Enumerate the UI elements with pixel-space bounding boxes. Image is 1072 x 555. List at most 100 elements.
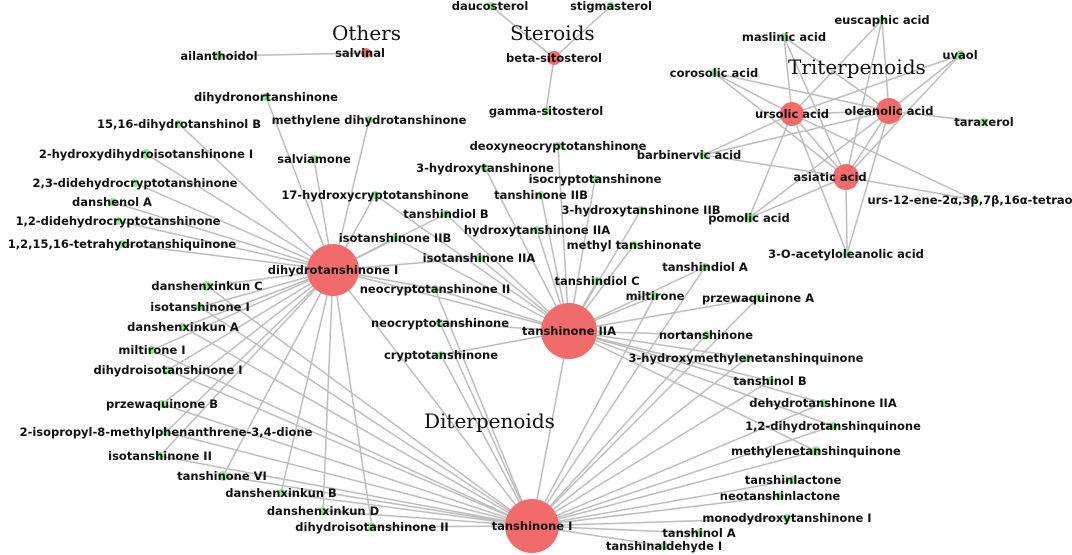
edge-tanshinone-i--monodydroxytanshinone-i — [531, 517, 788, 527]
label-danshenxinkun-c: danshenxinkun C — [151, 279, 262, 293]
label-przewaquinone-b: przewaquinone B — [106, 397, 218, 411]
group-label-others: Others — [332, 21, 401, 45]
edge-dihydrotanshinone-i--miltirone-i — [151, 269, 334, 351]
node-danshenxinkun-a — [179, 323, 187, 331]
label-corosolic-acid: corosolic acid — [670, 66, 759, 80]
edge-dihydrotanshinone-i--danshenol-a — [111, 201, 334, 271]
edge-dihydrotanshinone-i--danshenxinkun-a — [182, 269, 334, 328]
label-danshenxinkun-a: danshenxinkun A — [127, 320, 239, 334]
edge-ursolic-acid--uvaol — [791, 54, 961, 115]
edge-dihydrotanshinone-i--1-2-didehydrocryptotanshinone — [117, 220, 334, 271]
label-danshenol-a: danshenol A — [72, 195, 152, 209]
label-17-hydroxycryptotanshinone: 17-hydroxycryptotanshinone — [281, 188, 468, 202]
node-ailanthoidol — [215, 52, 223, 60]
edge-dihydrotanshinone-i--przewaquinone-b — [161, 269, 334, 405]
label-methylene-dihydrotanshinone: methylene dihydrotanshinone — [272, 113, 467, 127]
label-tanshinaldehyde-i: tanshinaldehyde I — [606, 539, 722, 553]
hub-node-oleanolic-acid — [876, 98, 902, 124]
label-tanshindiol-a: tanshindiol A — [662, 260, 748, 274]
label-tanshinone-iib: tanshinone IIB — [494, 188, 588, 202]
group-label-layer: Others Steroids Triterpenoids Diterpenoi… — [332, 21, 926, 433]
edge-tanshinone-i--tanshinol-a — [531, 525, 700, 534]
node-gamma-sitosterol — [542, 107, 550, 115]
node-tanshinol-a — [695, 529, 703, 537]
edge-tanshinone-iia--tanshindiol-b — [445, 213, 570, 332]
edge-asiatic-acid--euscaphic-acid — [845, 19, 883, 178]
edge-tanshinone-iia--tanshinol-b — [568, 330, 771, 382]
node-salviamone — [310, 155, 318, 163]
edge-dihydrotanshinone-i--15-16-dihydrotanshinol-b — [178, 123, 334, 271]
edge-tanshinone-i--isotanshinone-i — [199, 306, 533, 527]
node-miltirone-i — [148, 346, 156, 354]
label-isotanshinone-i: isotanshinone I — [150, 300, 249, 314]
edge-tanshinone-iia--dehydrotanshinone-iia — [568, 330, 824, 404]
node-corosolic-acid — [710, 69, 718, 77]
node-neocryptotanshinone-ii — [431, 285, 439, 293]
node-17-hydroxycryptotanshinone — [371, 191, 379, 199]
edge-dihydrotanshinone-i--2-3-didehydrocryptotanshinone — [134, 182, 334, 271]
group-label-steroids: Steroids — [510, 21, 595, 45]
edge-oleanolic-acid--maslinic-acid — [783, 36, 890, 112]
label-salvinal: salvinal — [335, 46, 385, 60]
node-danshenxinkun-d — [319, 507, 327, 515]
edge-ursolic-acid--maslinic-acid — [783, 36, 793, 115]
node-3-hydroxytanshinone-iib — [637, 206, 645, 214]
label-cryptotanshinone: cryptotanshinone — [384, 348, 498, 362]
label-2-hydroxydihydroisotanshinone-i: 2-hydroxydihydroisotanshinone I — [39, 147, 253, 161]
label-gamma-sitosterol: gamma-sitosterol — [489, 104, 603, 118]
node-tanshinlactone — [789, 476, 797, 484]
node-danshenxinkun-c — [202, 281, 212, 291]
edge-dihydrotanshinone-i--dihydroisotanshinone-ii — [332, 269, 373, 528]
node-tanshinaldehyde-i — [660, 542, 668, 550]
label-1-2-didehydrocryptotanshinone: 1,2-didehydrocryptotanshinone — [16, 214, 221, 228]
edge-dihydrotanshinone-i--1-2-15-16-tetrahydrotanshiquinone — [121, 243, 334, 271]
node-isotanshinone-ii — [156, 452, 164, 460]
edge-tanshinone-i--tanshinlactone — [531, 479, 794, 527]
label-hydroxytanshinone-iia: hydroxytanshinone IIA — [464, 223, 610, 237]
label-tanshindiol-b: tanshindiol B — [403, 207, 488, 221]
node-danshenxinkun-b — [277, 489, 285, 497]
edge-tanshinone-i--danshenxinkun-b — [280, 492, 533, 527]
edge-oleanolic-acid--corosolic-acid — [713, 72, 890, 112]
node-isotanshinone-iib — [391, 234, 399, 242]
label-uvaol: uvaol — [942, 48, 977, 62]
label-3-hydroxytanshinone: 3-hydroxytanshinone — [416, 161, 554, 175]
label-15-16-dihydrotanshinol-b: 15,16-dihydrotanshinol B — [97, 117, 261, 131]
label-tanshindiol-c: tanshindiol C — [554, 274, 639, 288]
hub-node-tanshinone-i — [505, 499, 559, 553]
node-dihydroisotanshinone-ii — [368, 523, 376, 531]
edge-asiatic-acid--maslinic-acid — [783, 36, 847, 178]
label-miltirone: miltirone — [626, 289, 685, 303]
node-monodydroxytanshinone-i — [783, 514, 791, 522]
edge-dihydrotanshinone-i--tanshinone-iia — [332, 269, 570, 332]
node-urs-12-ene — [971, 196, 979, 204]
hub-node-asiatic-acid — [833, 164, 859, 190]
label-dihydrotanshinone-i: dihydrotanshinone I — [268, 263, 398, 277]
edge-tanshinone-i--dehydrotanshinone-iia — [531, 402, 824, 527]
node-tanshindiol-c — [593, 277, 601, 285]
edge-tanshinone-iia--methylenetanshinquinone — [568, 330, 817, 452]
node-danshenol-a — [108, 198, 116, 206]
label-tanshinone-iia: tanshinone IIA — [522, 324, 616, 338]
edge-dihydrotanshinone-i--danshenxinkun-b — [280, 269, 334, 494]
edge-dihydrotanshinone-i--tanshinone-i — [332, 269, 533, 527]
node-neotanshinlactone — [776, 492, 784, 500]
label-3-o-acetyloleanolic-acid: 3-O-acetyloleanolic acid — [768, 247, 924, 261]
label-monodydroxytanshinone-i: monodydroxytanshinone I — [702, 511, 871, 525]
label-ursolic-acid: ursolic acid — [755, 107, 829, 121]
hub-node-beta-sitosterol — [547, 51, 561, 65]
edge-oleanolic-acid--3-o-acetyloleanolic-acid — [846, 110, 890, 255]
node-2-isopropyl-8-methylphenanthrene-3-4-dione — [162, 428, 170, 436]
label-barbinervic-acid: barbinervic acid — [637, 148, 742, 162]
node-przewaquinone-b — [158, 400, 166, 408]
node-1-2-15-16-tetrahydrotanshiquinone — [118, 240, 126, 248]
node-2-hydroxydihydroisotanshinone-i — [141, 149, 151, 159]
label-pomolic-acid: pomolic acid — [708, 211, 789, 225]
edge-tanshinone-i--2-isopropyl-8-methylphenanthrene-3-4-dione — [165, 431, 533, 527]
node-layer — [108, 2, 988, 553]
edge-tanshinone-i--dihydroisotanshinone-i — [167, 369, 533, 527]
edge-layer — [111, 5, 985, 547]
edge-ursolic-acid--corosolic-acid — [713, 72, 793, 115]
node-miltirone — [651, 292, 659, 300]
